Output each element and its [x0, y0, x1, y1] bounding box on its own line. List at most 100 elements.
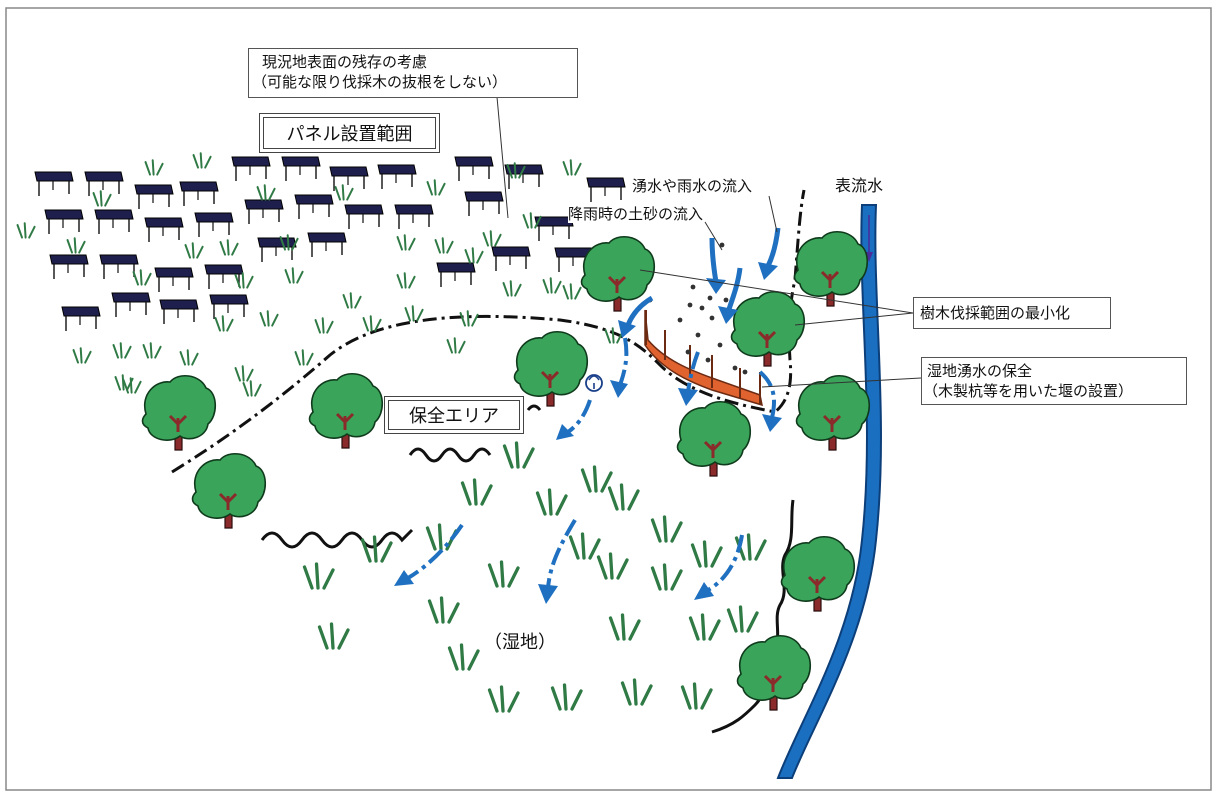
grass-tuft — [234, 365, 254, 382]
surface-water-label: 表流水 — [835, 176, 884, 195]
solar-panel — [159, 299, 199, 324]
grass-tuft — [259, 310, 279, 327]
grass-tuft — [334, 184, 354, 201]
solar-panel — [44, 209, 84, 234]
tree — [730, 291, 806, 367]
solar-panel — [464, 191, 504, 216]
solar-panel — [204, 264, 244, 289]
flow-arrow — [556, 399, 592, 440]
callout-tree-cutting — [913, 297, 1111, 329]
sediment-dot — [685, 349, 691, 355]
sediment-dot — [677, 317, 683, 323]
conservation-area-label-box: 保全エリア — [384, 396, 524, 434]
grass-tuft — [502, 441, 535, 469]
sediment-dots — [647, 242, 748, 375]
grass-tuft — [447, 643, 480, 671]
grass-tuft — [562, 159, 582, 176]
solar-panel — [134, 184, 174, 209]
flow-arrow — [538, 518, 577, 604]
callout-spring-conservation — [921, 357, 1187, 405]
grass-tuft — [396, 234, 416, 251]
grass-tuft — [256, 184, 276, 201]
stream — [776, 204, 882, 779]
solar-panel — [491, 246, 531, 271]
grass-tufts — [16, 152, 767, 713]
leader-sediment — [704, 221, 723, 251]
grass-tuft — [192, 152, 212, 169]
panel-area-label-box: パネル設置範囲 — [259, 113, 440, 153]
leader-cutting-1 — [639, 269, 914, 314]
grass-tuft — [179, 349, 199, 366]
grass-tuft — [506, 162, 526, 179]
grass-tuft — [184, 242, 204, 259]
leader-remaining-surface — [496, 96, 509, 219]
grass-tuft — [144, 159, 164, 176]
solar-panel — [244, 199, 284, 224]
grass-tuft — [434, 237, 454, 254]
solar-panel — [534, 216, 574, 241]
outer-border — [5, 7, 1212, 791]
flow-arrow — [694, 534, 744, 600]
solar-panel — [61, 306, 101, 331]
sediment-dot — [717, 342, 723, 348]
solar-panel — [436, 262, 476, 287]
tree — [141, 375, 217, 451]
grass-tuft — [604, 327, 624, 344]
flow-arrow — [706, 237, 726, 294]
grass-tuft — [522, 212, 542, 229]
solar-panel — [329, 166, 369, 191]
flow-arrow — [718, 267, 743, 324]
flow-arrow — [394, 523, 464, 586]
grass-tuft — [284, 267, 304, 284]
wavy-edge-1 — [260, 528, 414, 549]
solar-panel — [49, 254, 89, 279]
callout-remaining-surface-line2: （可能な限り伐採木の抜根をしない） — [252, 73, 508, 91]
wavy-edge-right — [711, 499, 795, 734]
grass-tuft — [427, 596, 460, 624]
conservation-area-label: 保全エリア — [409, 406, 499, 427]
tree — [676, 401, 752, 477]
grass-tuft — [92, 190, 112, 207]
grass-tuft — [690, 540, 723, 568]
grass-tuft — [294, 349, 314, 366]
grass-tuft — [680, 682, 713, 710]
tree — [736, 635, 812, 711]
grass-tuft — [650, 563, 683, 591]
solar-panel — [154, 267, 194, 292]
solar-panel — [377, 164, 417, 189]
wetland-label: （湿地） — [484, 632, 556, 653]
solar-panel — [454, 156, 494, 181]
sediment-dot — [690, 284, 696, 290]
grass-tuft — [66, 237, 86, 254]
grass-tuft — [502, 280, 522, 297]
spring-rain-inflow-label: 湧水や雨水の流入 — [632, 177, 753, 195]
grass-tuft — [302, 562, 335, 590]
grass-tuft — [72, 347, 92, 364]
grass-tuft — [620, 678, 653, 706]
callout-tree-cutting-text: 樹木伐採範囲の最小化 — [920, 304, 1071, 322]
solar-panel — [144, 217, 184, 242]
wavy-edge-2 — [408, 447, 492, 463]
spring-symbol — [585, 374, 603, 392]
grass-tuft — [122, 377, 142, 394]
grass-tuft — [342, 292, 362, 309]
grass-tuft — [112, 342, 132, 359]
solar-panel — [307, 232, 347, 257]
grass-tuft — [487, 685, 520, 713]
grass-tuft — [596, 552, 629, 580]
flow-arrow — [758, 370, 782, 432]
grass-tuft — [726, 605, 759, 633]
solar-panel — [194, 212, 234, 237]
solar-panel — [344, 204, 384, 229]
leader-rain-inflow — [768, 195, 778, 233]
sediment-dot — [742, 369, 748, 375]
grass-tuft — [607, 483, 640, 511]
leader-cutting-2 — [794, 312, 914, 326]
grass-tuft — [562, 283, 582, 300]
callout-remaining-surface — [248, 48, 578, 98]
solar-panel — [209, 294, 249, 319]
grass-tuft — [362, 315, 382, 332]
sediment-dot — [719, 242, 725, 248]
